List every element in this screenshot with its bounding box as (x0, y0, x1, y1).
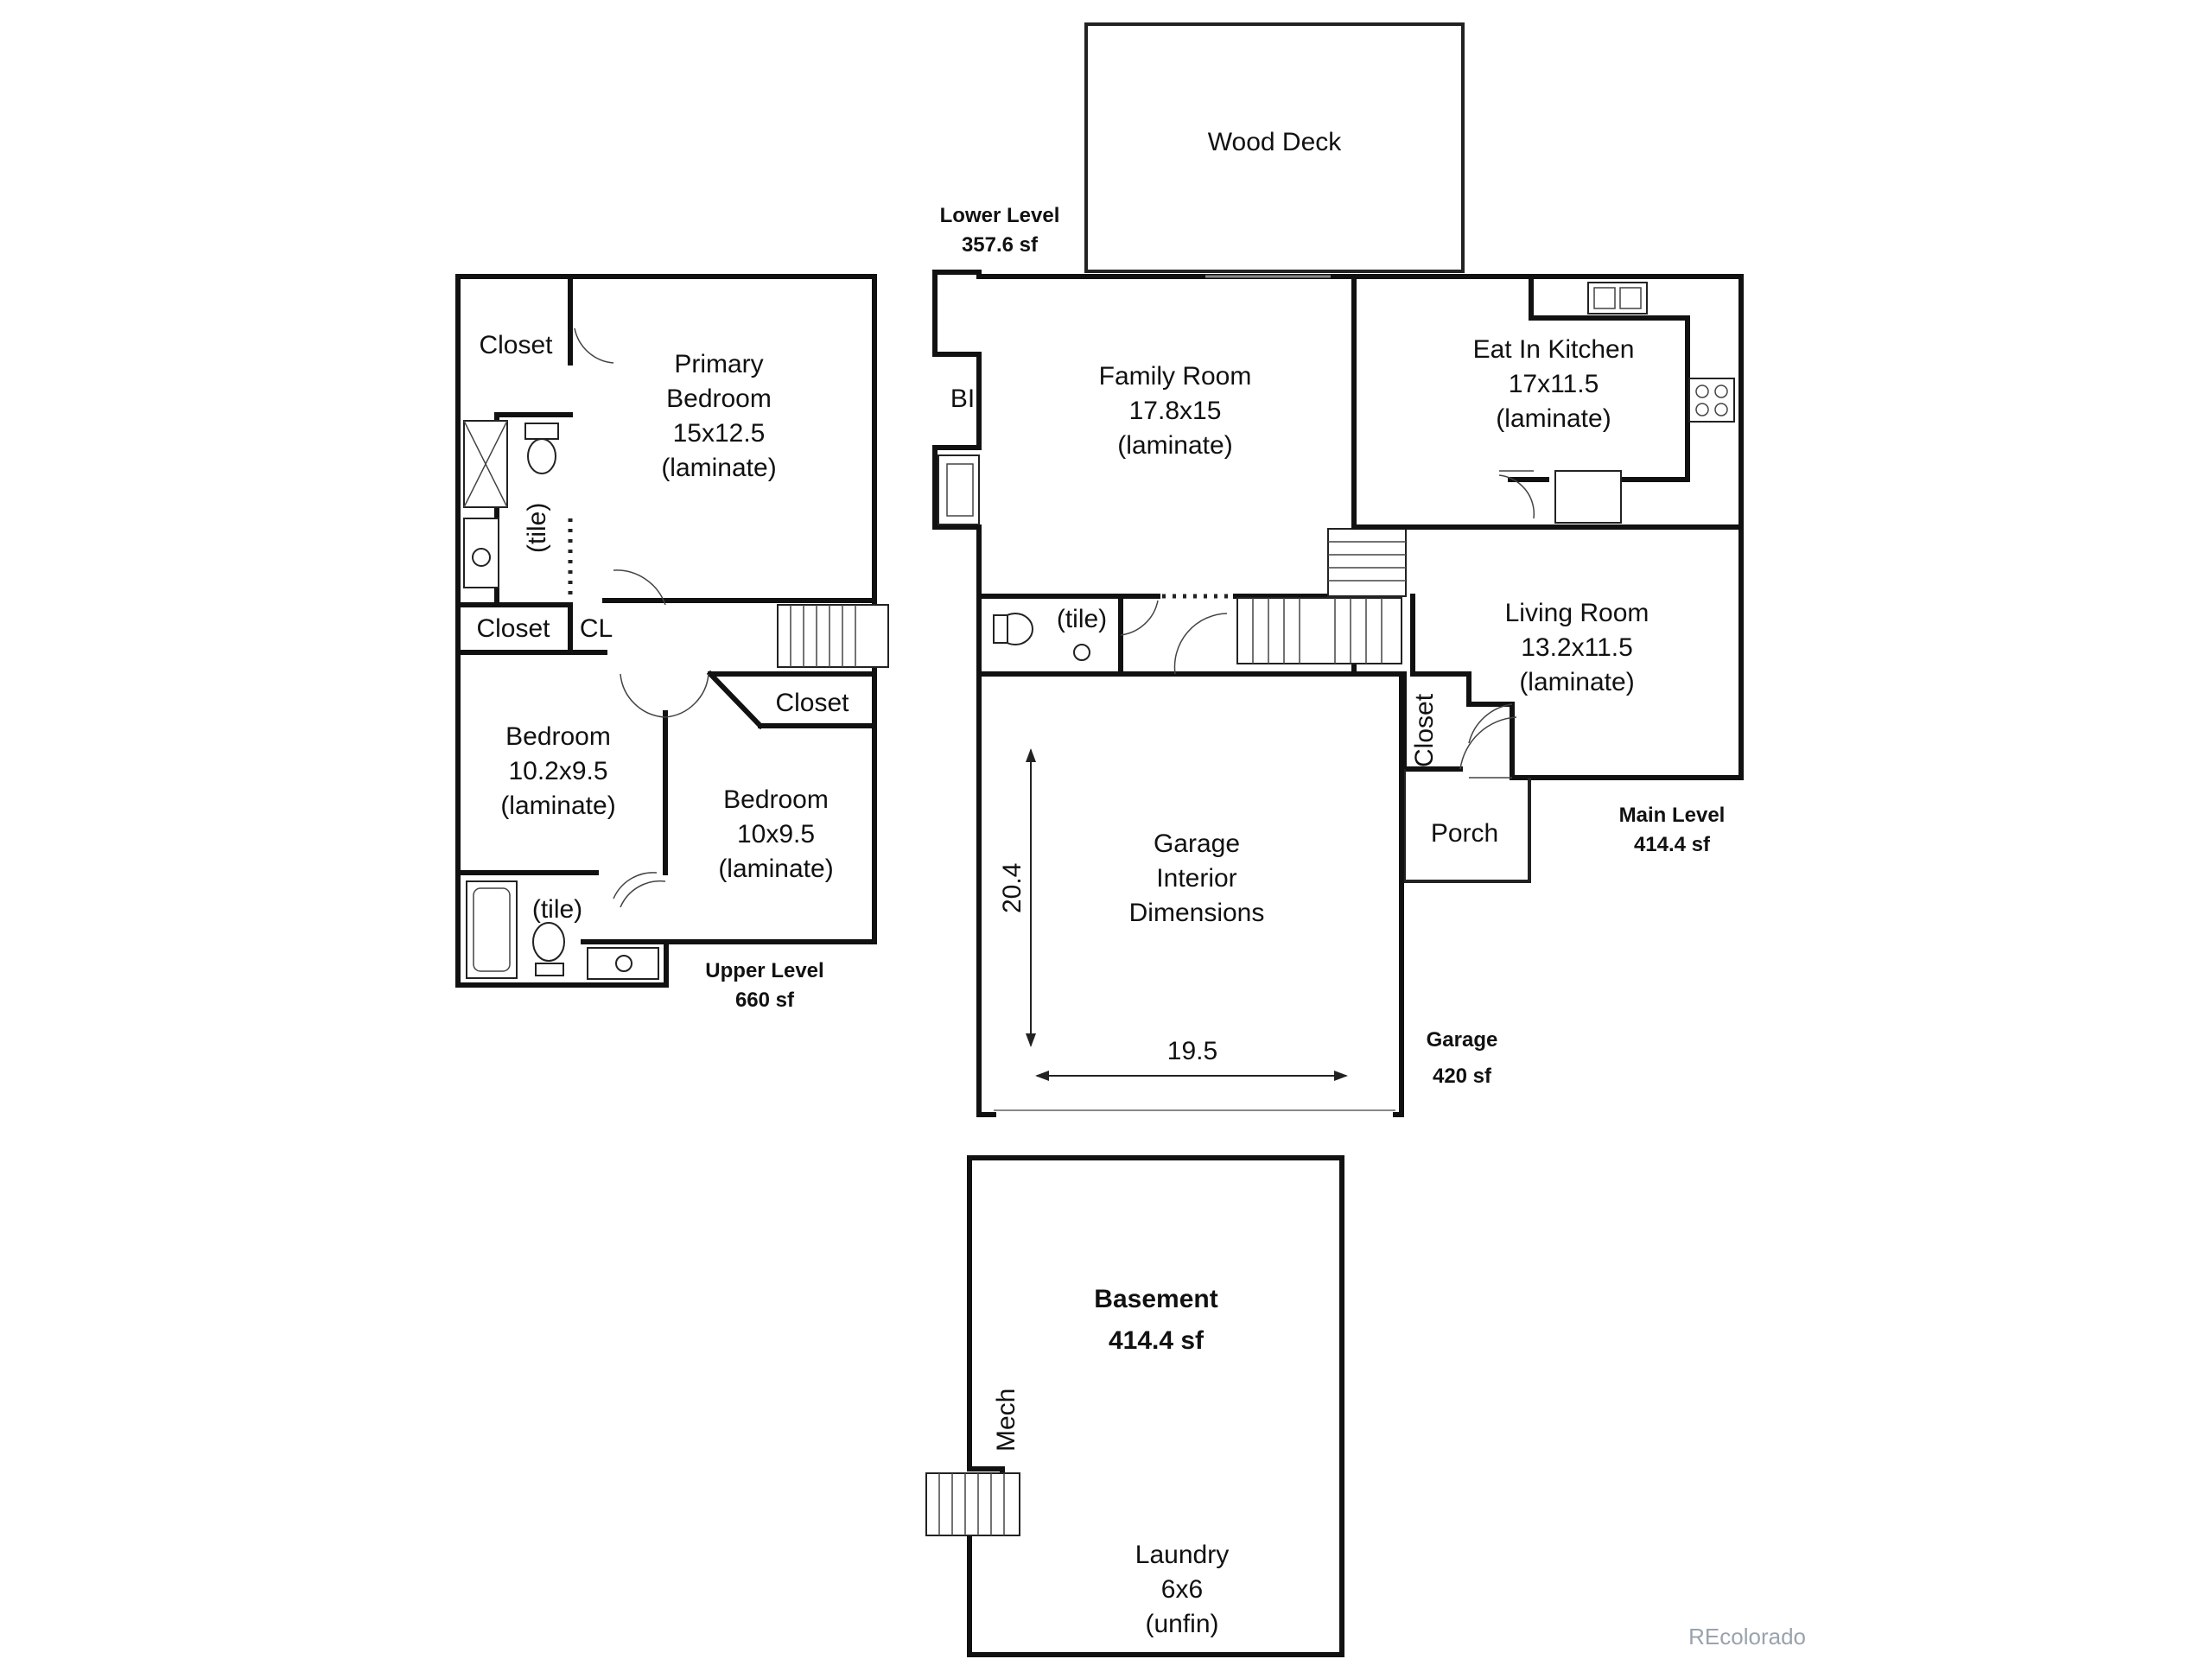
main-level-area: 414.4 sf (1633, 833, 1711, 856)
lower-level-label: Lower Level 357.6 sf (940, 201, 1060, 260)
bi-label: BI (950, 385, 976, 413)
lower-level-fixtures (938, 275, 1407, 675)
kitchen-name: Eat In Kitchen (1472, 335, 1635, 364)
bedroom2-dims: 10.2x9.5 (508, 757, 608, 785)
kitchen-floor: (laminate) (1496, 404, 1611, 433)
bedroom3-label: Bedroom 10x9.5 (laminate) (718, 783, 833, 887)
upper-level-label: Upper Level 660 sf (705, 957, 823, 1015)
garage-line3: Dimensions (1128, 899, 1265, 927)
basement-label: Basement 414.4 sf (1094, 1279, 1217, 1362)
laundry-name: Laundry (1135, 1541, 1230, 1569)
wood-deck-label: Wood Deck (1207, 128, 1342, 156)
upper-level-area: 660 sf (734, 988, 795, 1012)
family-room-label: Family Room 17.8x15 (laminate) (1099, 359, 1252, 463)
basement-stairs (925, 1472, 1020, 1536)
garage-level-area: 420 sf (1432, 1065, 1492, 1088)
bedroom2-name: Bedroom (505, 722, 611, 751)
laundry-floor: (unfin) (1145, 1610, 1219, 1638)
garage-walls (976, 671, 1404, 1117)
primary-bedroom-dims: 15x12.5 (672, 419, 766, 448)
bedroom3-floor: (laminate) (718, 855, 834, 883)
closet-bed3-label: Closet (775, 689, 849, 717)
garage-width-label: 19.5 (1166, 1037, 1218, 1065)
garage-depth-label: 20.4 (998, 862, 1027, 913)
mech-label: Mech (992, 1388, 1020, 1452)
laundry-dims: 6x6 (1160, 1575, 1204, 1604)
family-room-floor: (laminate) (1117, 431, 1233, 460)
half-bath-tile-label: (tile) (1056, 605, 1108, 633)
closet-primary-label: Closet (479, 331, 553, 359)
fireplace (938, 454, 980, 525)
hall-bath-tile-label: (tile) (531, 895, 583, 924)
living-room-label: Living Room 13.2x11.5 (laminate) (1505, 596, 1649, 700)
lower-level-name: Lower Level (939, 204, 1060, 227)
bedroom2-floor: (laminate) (500, 791, 616, 820)
closet-entry-label: Closet (1410, 693, 1439, 767)
upper-bath-tile-label: (tile) (523, 502, 551, 553)
wood-deck-outline (1084, 22, 1465, 273)
main-level-label: Main Level 414.4 sf (1619, 801, 1726, 860)
watermark: REcolorado (1688, 1624, 1806, 1649)
garage-dimension-arrows (1026, 748, 1348, 1081)
garage-level-name: Garage (1426, 1028, 1498, 1052)
kitchen-label: Eat In Kitchen 17x11.5 (laminate) (1473, 333, 1635, 436)
living-room-dims: 13.2x11.5 (1521, 633, 1633, 662)
upper-level-name: Upper Level (705, 959, 824, 982)
living-room-name: Living Room (1504, 599, 1649, 627)
upper-level-fixtures (463, 327, 889, 980)
bedroom3-name: Bedroom (723, 785, 829, 814)
main-level-fixtures (1459, 282, 1735, 779)
family-room-dims: 17.8x15 (1128, 397, 1222, 425)
kitchen-dims: 17x11.5 (1508, 370, 1599, 398)
lower-level-area: 357.6 sf (961, 233, 1039, 257)
porch-label: Porch (1430, 819, 1499, 848)
main-level-name: Main Level (1618, 804, 1726, 827)
garage-interior-label: Garage Interior Dimensions (1129, 827, 1265, 931)
upper-level-walls (455, 274, 877, 988)
garage-line1: Garage (1153, 830, 1241, 858)
laundry-label: Laundry 6x6 (unfin) (1135, 1538, 1229, 1642)
basement-name: Basement (1094, 1285, 1218, 1313)
garage-level-label: Garage 420 sf (1427, 1022, 1498, 1095)
closet-hall-label: Closet (476, 614, 550, 643)
family-room-name: Family Room (1098, 362, 1252, 391)
primary-bedroom-name2: Bedroom (666, 385, 772, 413)
cl-label: CL (579, 614, 613, 643)
range (1688, 378, 1735, 423)
primary-bedroom-label: Primary Bedroom 15x12.5 (laminate) (661, 347, 776, 486)
bedroom3-dims: 10x9.5 (736, 820, 816, 849)
garage-line2: Interior (1156, 864, 1237, 893)
basement-area: 414.4 sf (1108, 1326, 1205, 1355)
bathtub (466, 880, 518, 979)
bedroom2-label: Bedroom 10.2x9.5 (laminate) (500, 720, 615, 823)
primary-bedroom-floor: (laminate) (661, 454, 777, 482)
refrigerator (1554, 470, 1622, 524)
living-room-floor: (laminate) (1519, 668, 1635, 696)
primary-bedroom-name1: Primary (674, 350, 764, 378)
